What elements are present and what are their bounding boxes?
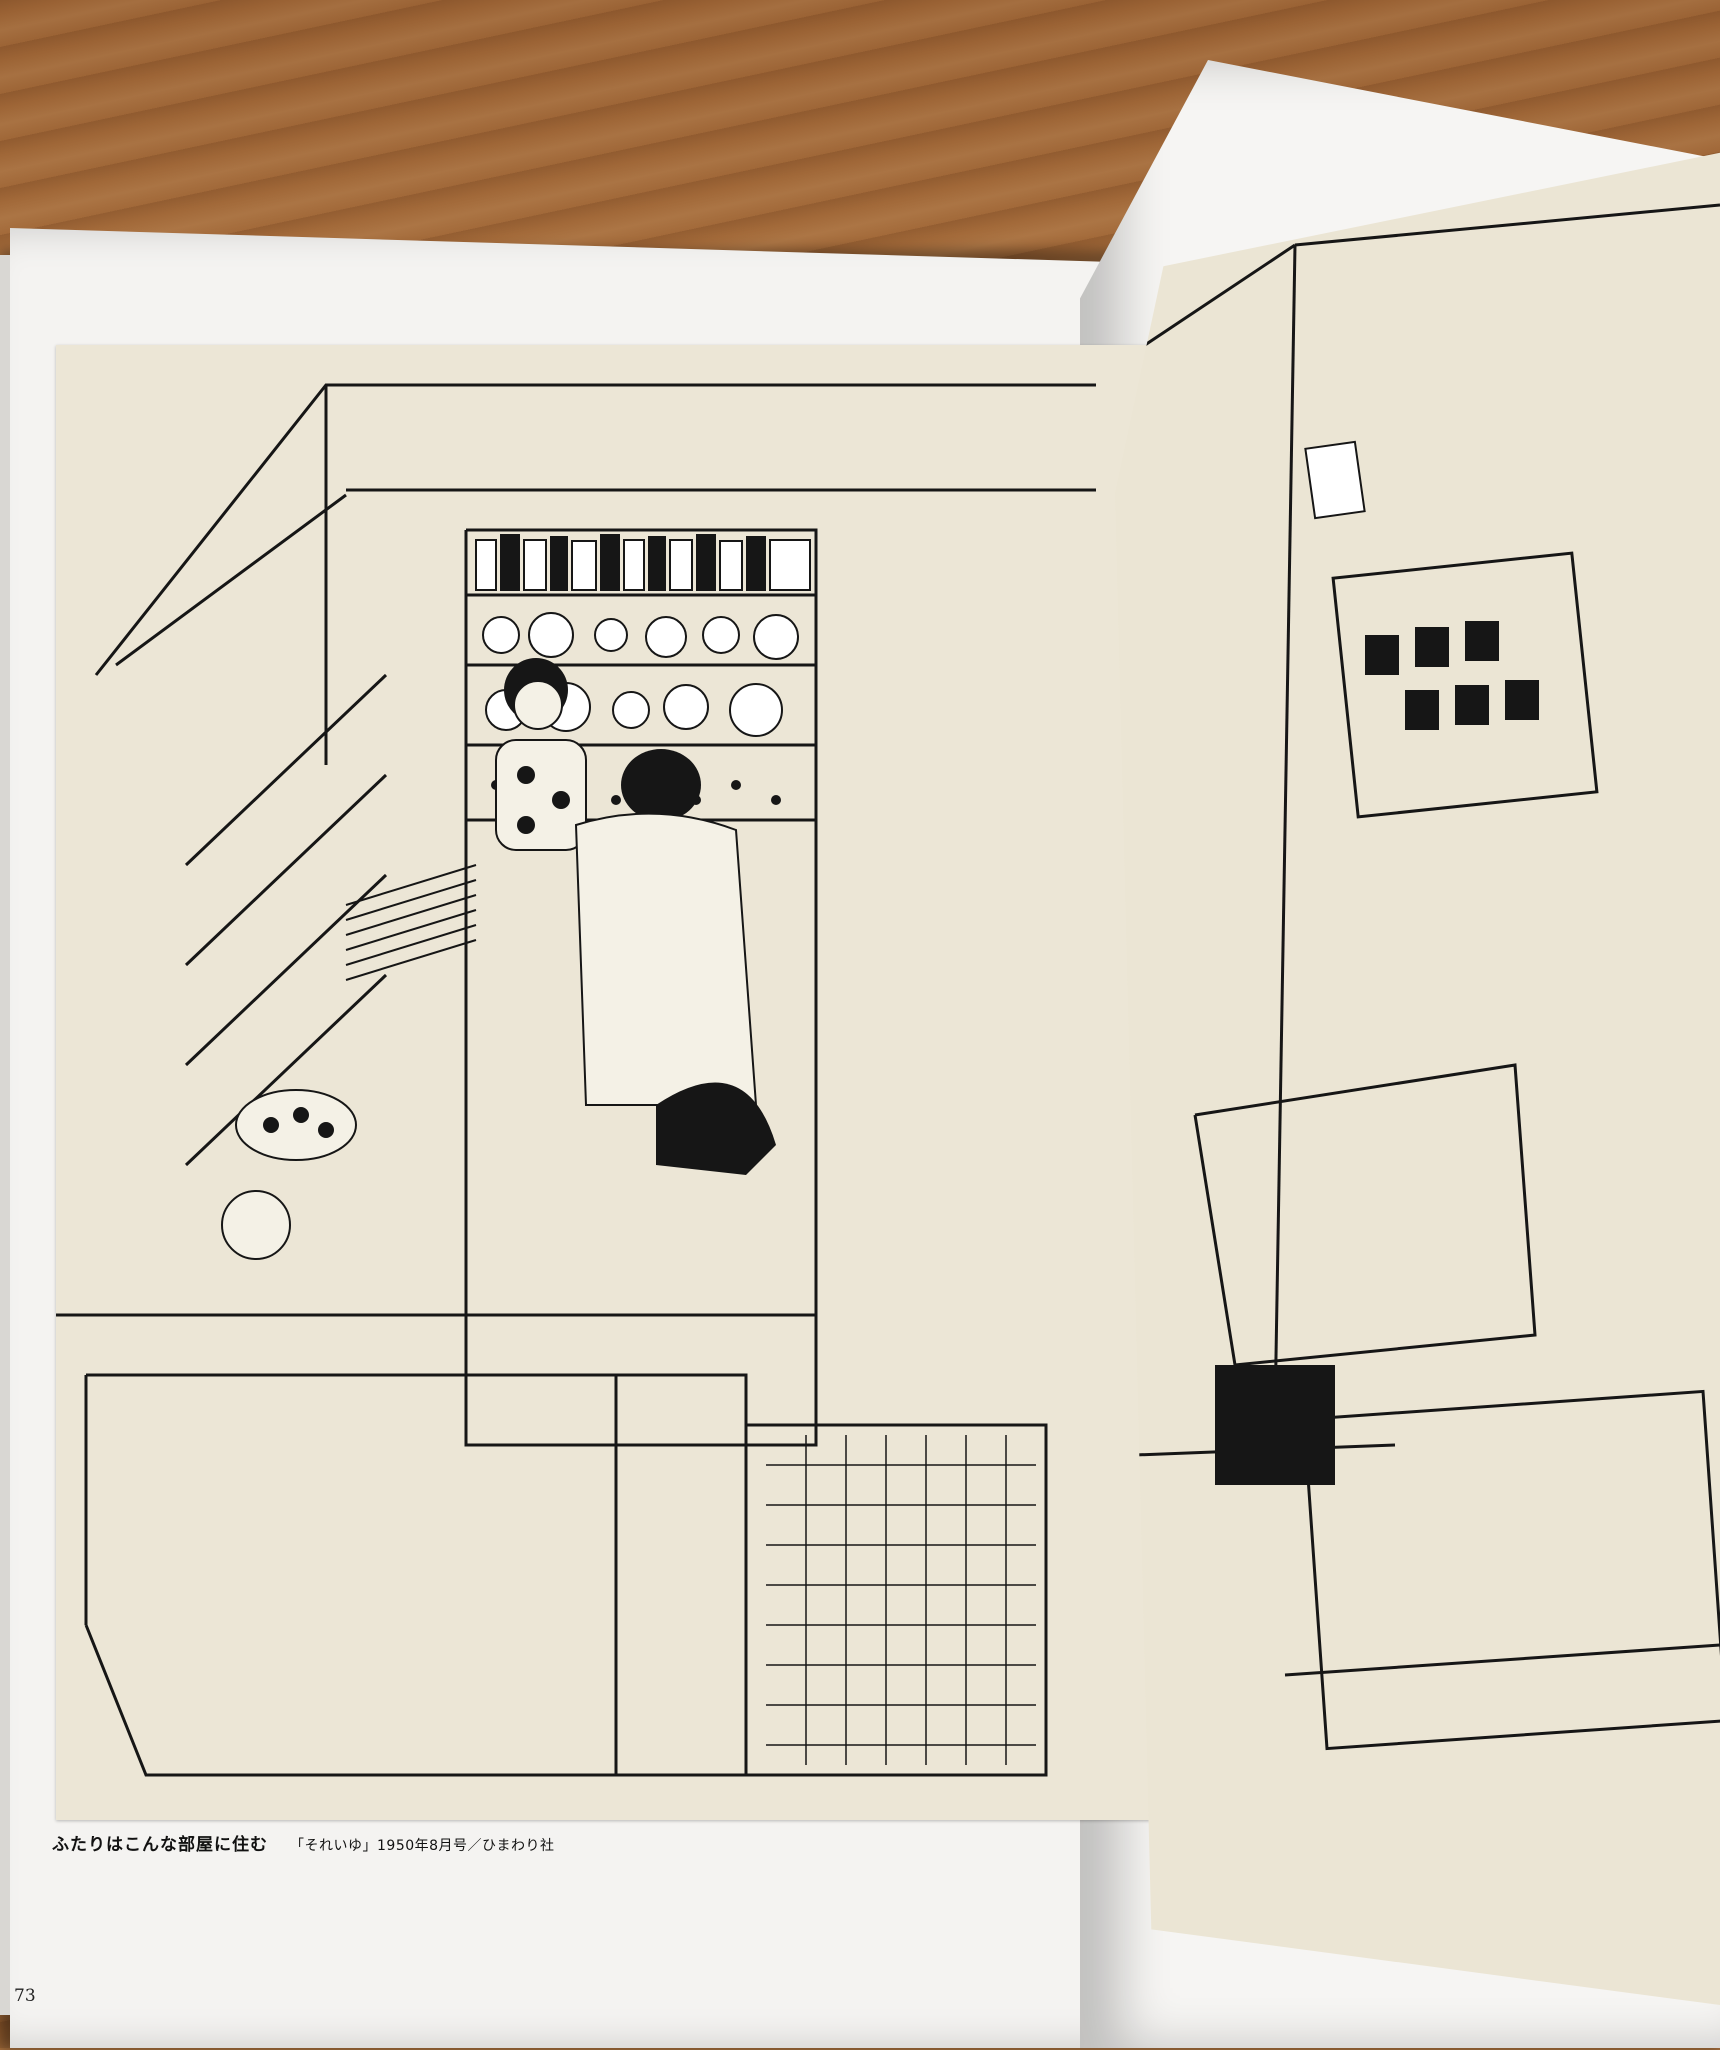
lamp [221, 1089, 357, 1260]
room-illustration [56, 345, 1151, 1820]
poster-board [1331, 551, 1599, 819]
room-illustration-right-page [1115, 152, 1720, 2005]
caption-title: ふたりはこんな部屋に住む [52, 1835, 268, 1855]
chest [1193, 1063, 1537, 1367]
floor-grid [766, 1435, 1036, 1765]
man-figure [574, 749, 776, 1175]
floor-mat [746, 1423, 1048, 1777]
desk-front [84, 1373, 618, 1777]
door-mat [1302, 1389, 1720, 1751]
page-number: 73 [14, 1986, 36, 2006]
book [475, 539, 497, 591]
illustration-caption: ふたりはこんな部屋に住む 「それいゆ」1950年8月号／ひまわり社 [52, 1830, 555, 1855]
room-line-drawing [56, 383, 1096, 1777]
right-page-line-drawing [1115, 203, 1720, 1751]
caption-credit: 「それいゆ」1950年8月号／ひまわり社 [290, 1838, 555, 1854]
framed-portrait [1304, 440, 1366, 520]
shelf-wall [464, 528, 818, 1447]
bowl [482, 616, 520, 654]
woman-figure [495, 658, 587, 851]
striped-cushion [345, 864, 477, 981]
